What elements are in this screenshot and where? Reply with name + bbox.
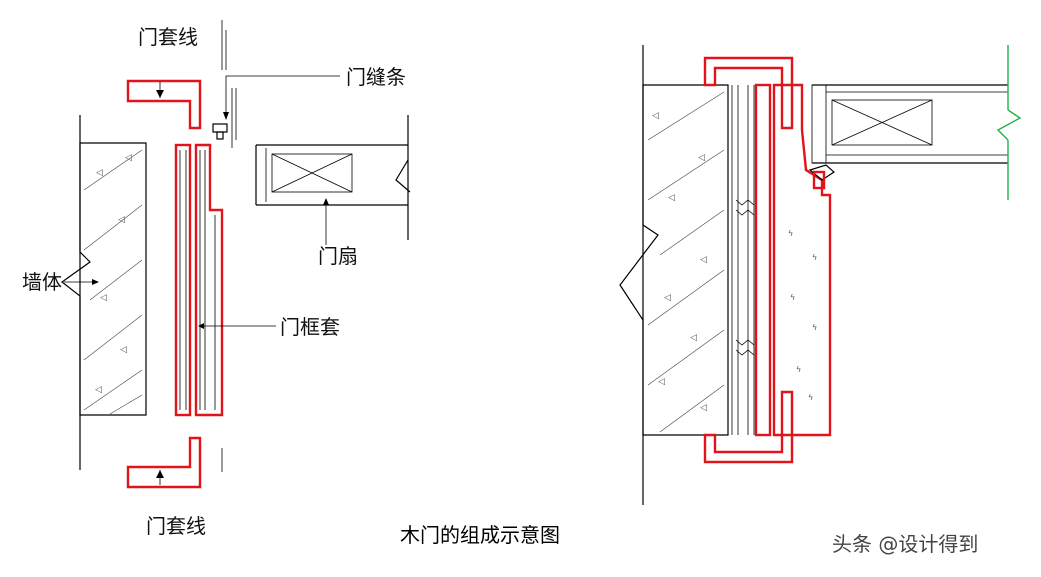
svg-text:ϟ: ϟ bbox=[808, 393, 813, 402]
door-gap-strip bbox=[212, 20, 237, 148]
svg-text:◁: ◁ bbox=[668, 193, 675, 203]
label-casing-top: 门套线 bbox=[138, 25, 198, 49]
casing-bottom bbox=[126, 436, 202, 489]
svg-text:◁: ◁ bbox=[664, 293, 671, 303]
svg-text:ϟ: ϟ bbox=[812, 253, 817, 262]
assembled-door-leaf bbox=[811, 45, 1022, 200]
svg-text:ϟ: ϟ bbox=[788, 229, 793, 238]
svg-text:ϟ: ϟ bbox=[812, 323, 817, 332]
svg-text:◁: ◁ bbox=[700, 403, 707, 413]
watermark: 头条 @设计得到 bbox=[832, 532, 978, 556]
svg-text:◁: ◁ bbox=[658, 377, 665, 387]
wall-section: ◁ ◁ ◁ ◁ ◁ ◁ bbox=[60, 115, 147, 470]
leader-lines bbox=[64, 75, 340, 472]
label-door-gap-strip: 门缝条 bbox=[346, 65, 406, 89]
assembled-casing-bottom bbox=[703, 390, 794, 464]
svg-text:◁: ◁ bbox=[700, 255, 707, 265]
door-leaf bbox=[255, 115, 411, 240]
label-door-leaf: 门扇 bbox=[318, 244, 358, 268]
svg-text:◁: ◁ bbox=[125, 153, 132, 163]
svg-text:◁: ◁ bbox=[120, 345, 127, 355]
svg-text:◁: ◁ bbox=[96, 168, 103, 178]
door-frame-casing bbox=[174, 143, 224, 417]
svg-text:ϟ: ϟ bbox=[796, 365, 801, 374]
label-wall: 墙体 bbox=[22, 270, 62, 294]
svg-text:◁: ◁ bbox=[100, 293, 107, 303]
label-casing-bottom: 门套线 bbox=[146, 514, 206, 538]
assembled-wall: ◁ ◁ ◁ ◁ ◁ ◁ ◁ ◁ bbox=[619, 45, 729, 505]
svg-text:◁: ◁ bbox=[652, 111, 659, 121]
assembled-frame: ϟ ϟ ϟ ϟ ϟ ϟ bbox=[731, 83, 832, 437]
label-door-frame-casing: 门框套 bbox=[280, 315, 340, 339]
assembled-casing-top bbox=[703, 56, 794, 130]
exploded-view: ◁ ◁ ◁ ◁ ◁ ◁ bbox=[22, 20, 411, 538]
svg-text:◁: ◁ bbox=[95, 385, 102, 395]
casing-top bbox=[126, 79, 202, 130]
assembled-view: ◁ ◁ ◁ ◁ ◁ ◁ ◁ ◁ ϟ ϟ ϟ ϟ ϟ ϟ bbox=[619, 45, 1022, 505]
svg-text:◁: ◁ bbox=[698, 153, 705, 163]
svg-text:◁: ◁ bbox=[118, 215, 125, 225]
svg-text:ϟ: ϟ bbox=[790, 293, 795, 302]
diagram-caption: 木门的组成示意图 bbox=[400, 523, 560, 547]
svg-text:◁: ◁ bbox=[690, 333, 697, 343]
assembled-gap-strip bbox=[808, 164, 835, 190]
